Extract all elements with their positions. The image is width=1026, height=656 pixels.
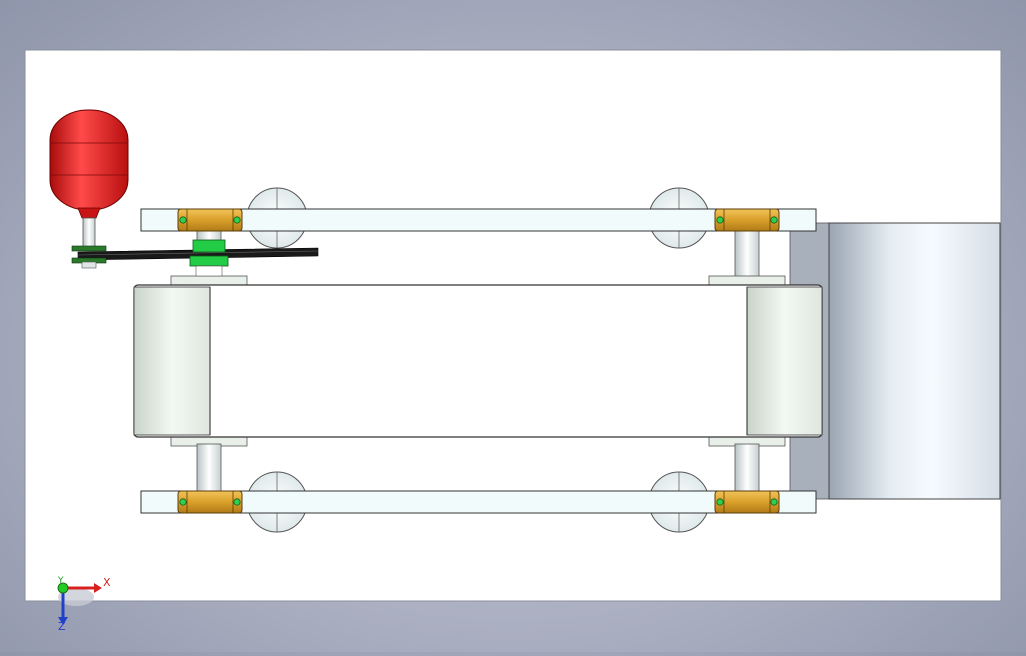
coordinate-triad <box>57 582 102 625</box>
shaft-right-bottom[interactable] <box>708 435 786 493</box>
frame-rail-top[interactable] <box>140 208 817 232</box>
frame-rail-bottom[interactable] <box>140 490 817 514</box>
triad-z-label: Z <box>58 620 66 633</box>
driven-pulley[interactable] <box>189 239 229 277</box>
conveyor-belt[interactable] <box>133 284 823 438</box>
shaft-left-bottom[interactable] <box>170 435 248 493</box>
triad-x-label: X <box>103 576 111 589</box>
drive-motor[interactable] <box>49 109 129 219</box>
motor-shaft[interactable] <box>82 217 96 249</box>
bearing-top-left[interactable] <box>177 208 243 232</box>
bearing-top-right[interactable] <box>714 208 780 232</box>
motor-pulley[interactable] <box>71 245 107 269</box>
drive-belt[interactable] <box>77 247 319 261</box>
bearing-bottom-left[interactable] <box>177 490 243 514</box>
triad-y-label: Y <box>58 576 64 586</box>
bearing-bottom-right[interactable] <box>714 490 780 514</box>
side-housing[interactable] <box>789 222 1001 500</box>
